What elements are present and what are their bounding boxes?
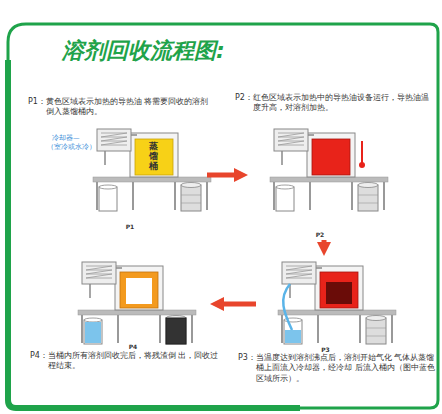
condenser-label: 冷却器— bbox=[52, 134, 80, 143]
step-caption: P3：当温度达到溶剂沸点后，溶剂开始气化 气体从蒸馏桶上面流入冷却器，经冷却 后… bbox=[238, 353, 438, 384]
step-number: P1 bbox=[55, 223, 205, 230]
machine-p2 bbox=[270, 129, 388, 211]
flow-arrow bbox=[322, 240, 327, 249]
diagram-title: 溶剂回收流程图: bbox=[62, 36, 225, 66]
step-caption: P1：黄色区域表示加热的导热油 将需要回收的溶剂倒入蒸馏桶内。 bbox=[28, 97, 213, 118]
step-number: P3 bbox=[258, 346, 393, 353]
process-panel: P2：红色区域表示加热中的导热油设备运行，导热油温度升高，对溶剂加热。P2 bbox=[250, 120, 390, 238]
green-frame bbox=[8, 24, 438, 408]
step-caption: P4：当桶内所有溶剂回收完后，将残渣倒 出，回收过程结束。 bbox=[30, 351, 220, 372]
process-panel: P4：当桶内所有溶剂回收完后，将残渣倒 出，回收过程结束。P4 bbox=[58, 258, 208, 350]
cooling-note: （室冷或水冷） bbox=[47, 143, 96, 152]
step-caption: P2：红色区域表示加热中的导热油设备运行，导热油温度升高，对溶剂加热。 bbox=[235, 93, 435, 114]
flow-arrow bbox=[207, 173, 241, 178]
vessel-label: 蒸馏桶 bbox=[149, 142, 158, 172]
machine-p3 bbox=[278, 262, 396, 344]
machine-p4 bbox=[78, 262, 196, 344]
flow-arrow bbox=[217, 302, 256, 307]
step-number: P2 bbox=[250, 231, 390, 238]
step-number: P4 bbox=[58, 343, 208, 350]
machine-p1 bbox=[93, 129, 211, 211]
process-panel: P3：当温度达到溶剂沸点后，溶剂开始气化 气体从蒸馏桶上面流入冷却器，经冷却 后… bbox=[258, 258, 393, 353]
